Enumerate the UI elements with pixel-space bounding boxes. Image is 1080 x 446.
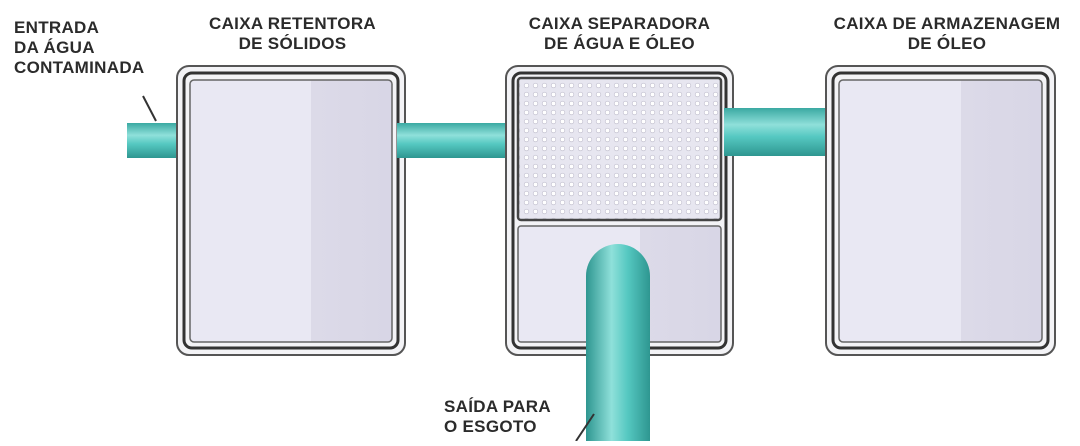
solids-retention-box [176, 65, 406, 356]
outlet-pipe [586, 244, 650, 441]
separator-box-label-line: CAIXA SEPARADORA [528, 14, 711, 33]
oil-storage-box [825, 65, 1056, 356]
storage-box-label-line: DE ÓLEO [907, 34, 987, 53]
inlet-label-line: CONTAMINADA [14, 58, 145, 77]
solids-box-label: CAIXA RETENTORA DE SÓLIDOS [180, 14, 405, 54]
separator-box-label-line: DE ÁGUA E ÓLEO [544, 34, 695, 53]
inlet-label-line: DA ÁGUA [14, 38, 95, 57]
connector-pipe-2 [724, 108, 844, 156]
connector-pipe-1 [397, 123, 517, 158]
storage-box-label: CAIXA DE ARMAZENAGEM DE ÓLEO [822, 14, 1072, 54]
storage-box-label-line: CAIXA DE ARMAZENAGEM [833, 14, 1061, 33]
solids-box-label-line: CAIXA RETENTORA [209, 14, 376, 33]
inlet-label: ENTRADA DA ÁGUA CONTAMINADA [14, 18, 144, 78]
outlet-label-line: SAÍDA PARA [444, 397, 551, 416]
solids-box-label-line: DE SÓLIDOS [238, 34, 347, 53]
inlet-label-line: ENTRADA [14, 18, 100, 37]
outlet-label-line: O ESGOTO [444, 417, 537, 436]
inlet-leader-line [142, 95, 157, 122]
separator-box-label: CAIXA SEPARADORA DE ÁGUA E ÓLEO [497, 14, 742, 54]
outlet-leader-line [575, 413, 595, 442]
coalescing-filter-plate [516, 76, 723, 222]
outlet-label: SAÍDA PARA O ESGOTO [444, 397, 551, 437]
